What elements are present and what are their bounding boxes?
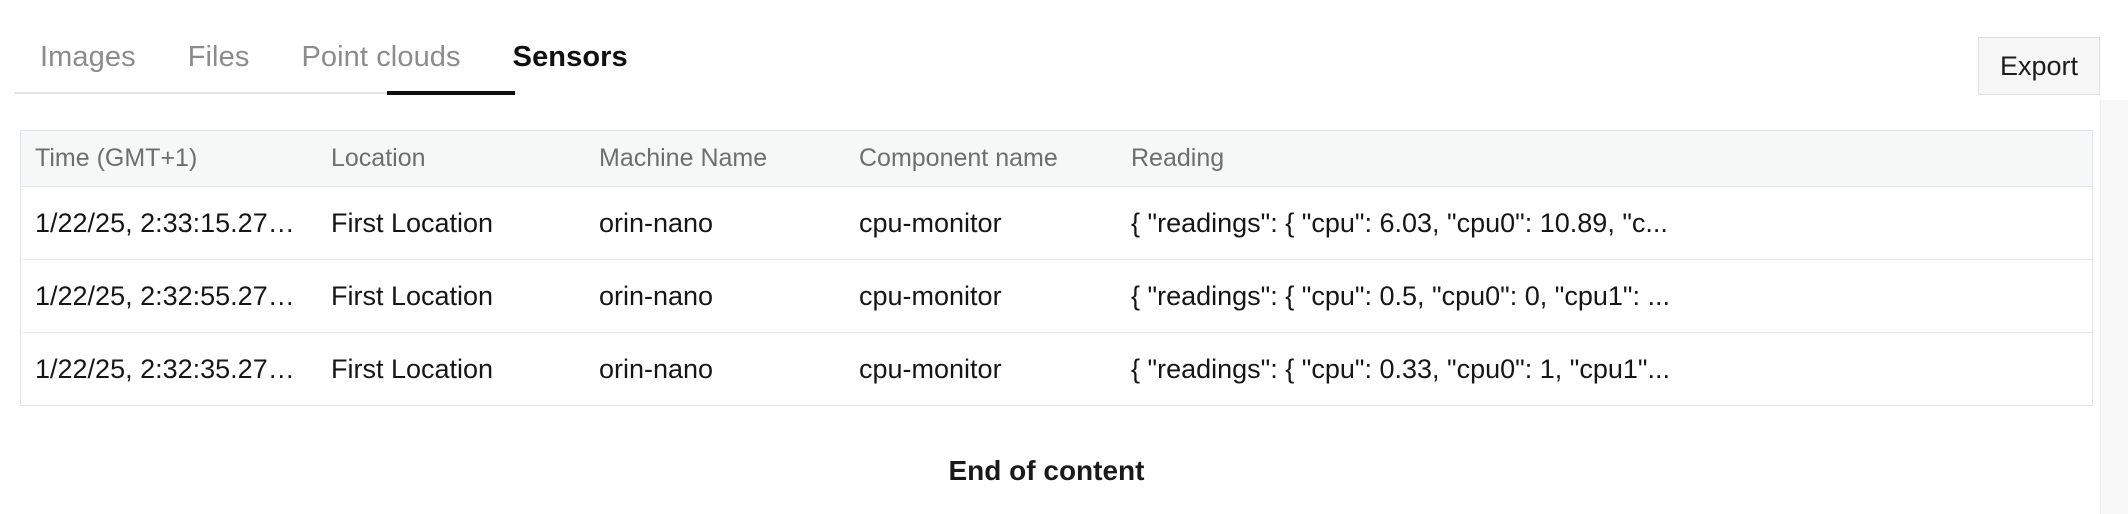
column-header-location[interactable]: Location: [331, 144, 426, 172]
cell-machine-name: orin-nano: [599, 280, 714, 311]
cell-reading: { "readings": { "cpu": 0.33, "cpu0": 1, …: [1131, 354, 1670, 384]
tab-bar: Images Files Point clouds Sensors: [0, 0, 2128, 100]
column-header-machine-name[interactable]: Machine Name: [599, 144, 768, 172]
vertical-scrollbar[interactable]: [2100, 100, 2128, 514]
cell-machine-name: orin-nano: [599, 354, 714, 384]
cell-component-name: cpu-monitor: [859, 207, 1002, 238]
cell-location: First Location: [331, 280, 494, 311]
cell-component-name: cpu-monitor: [859, 354, 1002, 384]
column-header-component-name[interactable]: Component name: [859, 144, 1058, 172]
tab-active-indicator: [387, 91, 515, 95]
end-of-content-label: End of content: [948, 455, 1145, 486]
table-row[interactable]: 1/22/25, 2:33:15.272 PM First Location o…: [21, 187, 2092, 260]
tab-underline-track: [14, 92, 516, 94]
cell-location: First Location: [331, 354, 494, 384]
export-button[interactable]: Export: [1978, 37, 2100, 95]
vertical-scrollbar-thumb[interactable]: [2105, 102, 2125, 222]
cell-time: 1/22/25, 2:32:35.271 PM: [35, 354, 317, 384]
table-row[interactable]: 1/22/25, 2:32:55.271 PM First Location o…: [21, 260, 2092, 333]
cell-component-name: cpu-monitor: [859, 280, 1002, 311]
tab-files[interactable]: Files: [187, 41, 250, 73]
cell-reading: { "readings": { "cpu": 6.03, "cpu0": 10.…: [1131, 207, 1668, 238]
cell-reading: { "readings": { "cpu": 0.5, "cpu0": 0, "…: [1131, 280, 1670, 311]
table-row[interactable]: 1/22/25, 2:32:35.271 PM First Location o…: [21, 333, 2092, 405]
cell-machine-name: orin-nano: [599, 207, 714, 238]
cell-location: First Location: [331, 207, 494, 238]
tab-point-clouds[interactable]: Point clouds: [301, 41, 461, 73]
sensors-table: Time (GMT+1) Location Machine Name Compo…: [20, 130, 2093, 406]
column-header-time[interactable]: Time (GMT+1): [35, 144, 198, 172]
table-header-row: Time (GMT+1) Location Machine Name Compo…: [21, 131, 2092, 187]
tab-images[interactable]: Images: [40, 41, 136, 73]
cell-time: 1/22/25, 2:32:55.271 PM: [35, 280, 317, 311]
column-header-reading[interactable]: Reading: [1131, 144, 1225, 172]
tab-sensors[interactable]: Sensors: [512, 41, 628, 73]
tab-list: Images Files Point clouds Sensors: [14, 18, 654, 96]
cell-time: 1/22/25, 2:33:15.272 PM: [35, 207, 317, 238]
